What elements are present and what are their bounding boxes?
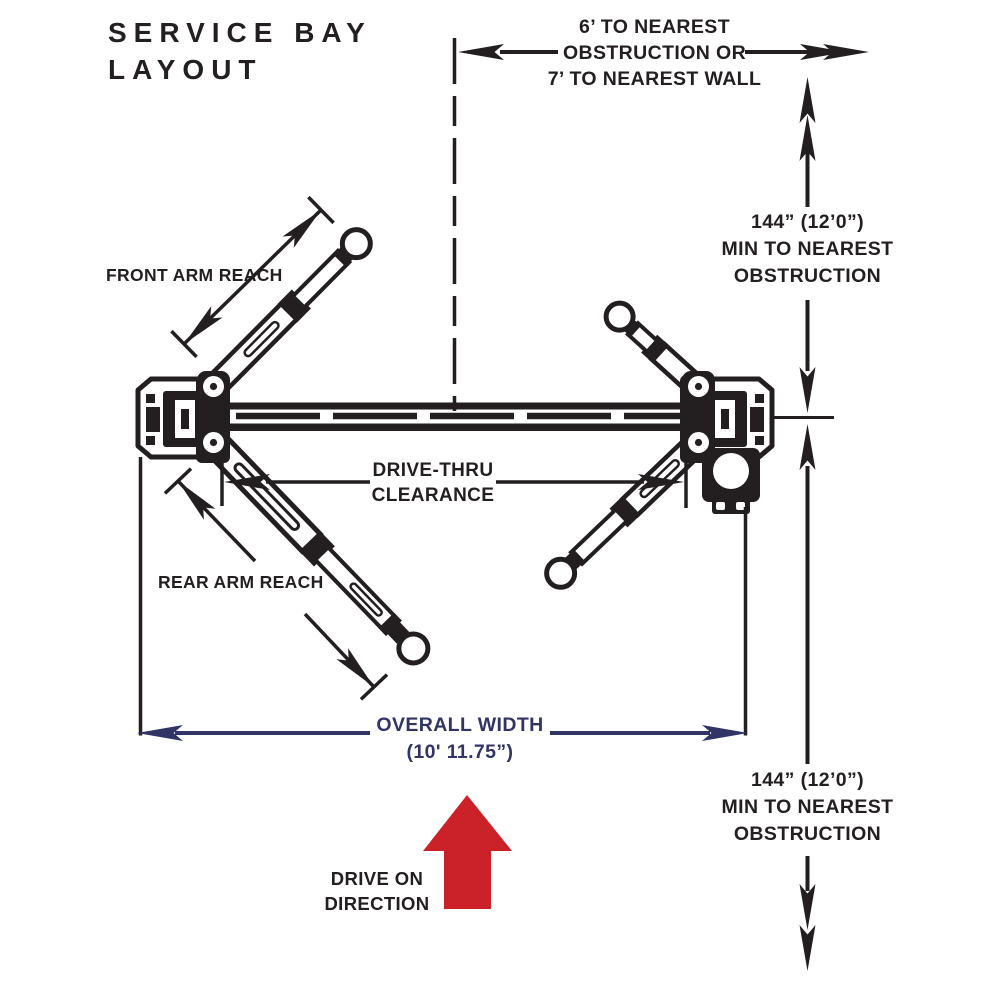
front-left-swing-arm <box>207 227 373 394</box>
front-right-lift-pad <box>603 300 636 333</box>
crossbeam <box>230 402 684 431</box>
rear-right-arm-pivot <box>682 427 715 458</box>
rear-left-lift-pad <box>396 631 431 666</box>
top-clearance-dimension <box>458 44 869 60</box>
rear-arm-reach-label: REAR ARM REACH <box>158 572 324 592</box>
drive-on-direction-label: DRIVE ON DIRECTION <box>324 868 430 914</box>
page-title: SERVICE BAY LAYOUT <box>108 17 372 85</box>
front-arm-reach-dimension <box>170 195 335 359</box>
right-bottom-clearance-label: 144” (12’0”) MIN TO NEAREST OBSTRUCTION <box>721 769 894 845</box>
overall-width-dimension <box>137 457 748 741</box>
rear-right-lift-pad <box>544 556 578 590</box>
front-right-arm-pivot <box>682 371 715 402</box>
front-arm-reach-label: FRONT ARM REACH <box>106 265 283 285</box>
top-clearance-label: 6’ TO NEAREST OBSTRUCTION OR 7’ TO NEARE… <box>547 16 762 90</box>
rear-left-arm-pivot <box>197 427 230 458</box>
drive-thru-clearance-dimension <box>220 460 688 508</box>
overall-width-label: OVERALL WIDTH (10' 11.75”) <box>376 714 544 763</box>
right-clearance-dimension <box>770 77 834 971</box>
front-left-arm-pivot <box>197 371 230 402</box>
right-top-clearance-label: 144” (12’0”) MIN TO NEAREST OBSTRUCTION <box>721 211 894 287</box>
front-left-lift-pad <box>339 227 373 261</box>
drive-thru-clearance-label: DRIVE-THRU CLEARANCE <box>371 460 495 506</box>
left-post <box>135 371 230 463</box>
rear-right-swing-arm <box>544 436 703 590</box>
right-post <box>680 371 775 514</box>
rear-arm-reach-dimension <box>163 467 389 701</box>
drive-on-arrow-icon <box>423 795 512 909</box>
power-unit <box>702 448 760 514</box>
